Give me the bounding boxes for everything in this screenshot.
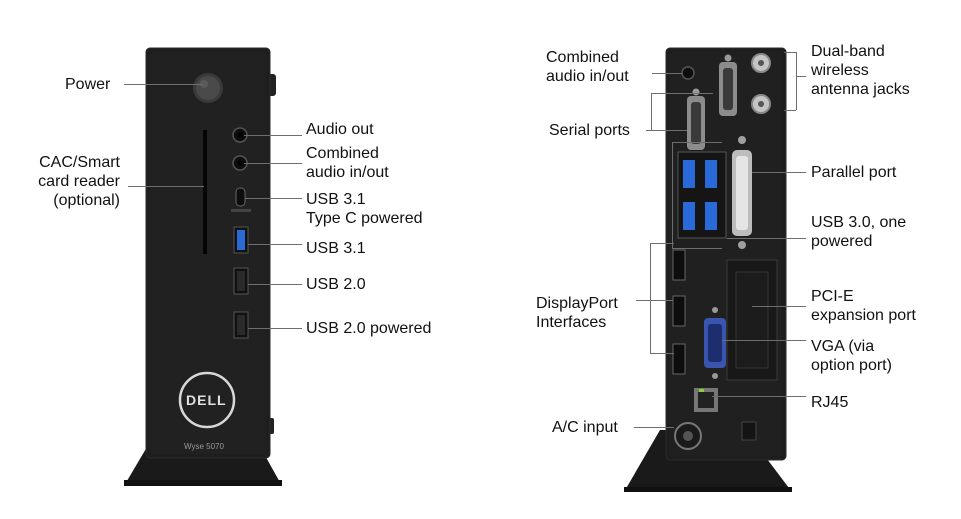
leader-line [124,84,202,85]
leader-line [650,243,674,244]
displayport-icon [672,249,686,281]
label-usb20-powered: USB 2.0 powered [306,320,432,337]
leader-line [712,396,806,397]
usb-port-blue-icon [705,160,717,188]
front-device-illustration [124,47,282,486]
leader-line [244,163,302,164]
label-usb30: USB 3.0, one powered [811,214,907,250]
displayport-icon [672,295,686,327]
leader-line [652,73,682,74]
leader-line [672,142,673,248]
label-serial-ports: Serial ports [549,122,630,139]
leader-line [244,135,302,136]
front-view: DELL Wyse 5070 [0,0,480,519]
label-usb31-type-c: USB 3.1 Type C powered [306,191,423,227]
leader-line [650,243,651,353]
leader-line [672,142,722,143]
label-antenna-jacks: Dual-band wireless antenna jacks [811,43,910,98]
leader-line [672,248,722,249]
label-usb20: USB 2.0 [306,276,366,293]
leader-line [248,284,302,285]
leader-line [650,353,674,354]
brand-logo-text: DELL [186,392,227,408]
label-ac-input: A/C input [552,419,618,436]
label-parallel-port: Parallel port [811,164,897,181]
usb-port-blue-icon [683,160,695,188]
usb-port-blue-icon [237,230,245,250]
label-combined-audio-rear: Combined audio in/out [546,49,629,85]
leader-line [245,198,302,199]
leader-line [248,244,302,245]
usb-port-blue-icon [705,202,717,230]
dell-logo-icon [178,371,236,429]
label-combined-audio-front: Combined audio in/out [306,145,389,181]
usb-port-blue-icon [683,202,695,230]
label-audio-out: Audio out [306,121,374,138]
rear-device-illustration [624,47,792,492]
card-slot-icon [203,130,207,254]
leader-line [634,427,674,428]
leader-line [796,76,806,77]
label-pcie: PCI-E expansion port [811,288,916,324]
leader-line [752,172,806,173]
leader-line [784,52,796,53]
leader-line [636,300,673,301]
leader-line [796,52,797,110]
leader-line [651,130,687,131]
leader-line [646,130,651,131]
label-power: Power [65,76,111,93]
leader-line [128,186,204,187]
leader-line [248,328,302,329]
label-vga: VGA (via option port) [811,338,892,374]
model-text: Wyse 5070 [184,442,224,451]
leader-line [752,306,806,307]
label-usb31: USB 3.1 [306,240,366,257]
rear-view [480,0,961,519]
audio-jack-icon [681,66,695,80]
displayport-icon [672,343,686,375]
label-cac-reader: CAC/Smart card reader (optional) [38,154,120,209]
leader-line [651,93,713,94]
leader-line [727,238,806,239]
label-displayport: DisplayPort Interfaces [536,295,618,331]
leader-line [651,93,652,130]
leader-line [784,110,796,111]
label-rj45: RJ45 [811,394,849,411]
usb-c-port-icon [235,187,246,207]
leader-line [722,340,806,341]
